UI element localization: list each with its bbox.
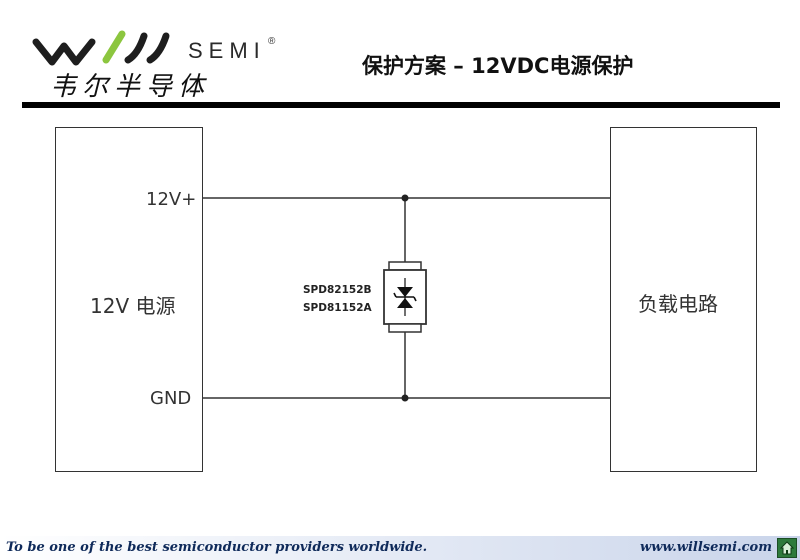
tvs-diode-icon — [383, 261, 427, 333]
power-source-label: 12V 电源 — [90, 294, 176, 318]
header-divider — [22, 102, 780, 108]
logo-semi-text: SEMI — [188, 38, 266, 63]
logo-chinese-name: 韦尔半导体 — [50, 72, 211, 102]
registered-mark: ® — [268, 36, 276, 47]
company-logo: SEMI ® 韦尔半导体 — [30, 30, 275, 102]
power-source-block — [55, 127, 203, 472]
load-circuit-label: 负载电路 — [638, 292, 718, 316]
footer-bar: To be one of the best semiconductor prov… — [0, 536, 800, 560]
positive-junction-dot — [401, 194, 409, 202]
load-circuit-block — [610, 127, 757, 472]
ground-terminal-label: GND — [150, 388, 192, 409]
part-number-2: SPD81152A — [303, 302, 372, 314]
logo-mark-icon — [32, 30, 170, 66]
slide-title: 保护方案 – 12VDC电源保护 — [362, 54, 634, 78]
positive-terminal-label: 12V+ — [146, 189, 197, 210]
footer-url-link[interactable]: www.willsemi.com — [640, 540, 772, 555]
part-number-1: SPD82152B — [303, 284, 372, 296]
ground-junction-dot — [401, 394, 409, 402]
home-icon — [780, 541, 794, 555]
footer-slogan: To be one of the best semiconductor prov… — [6, 540, 428, 555]
home-button[interactable] — [777, 538, 797, 558]
